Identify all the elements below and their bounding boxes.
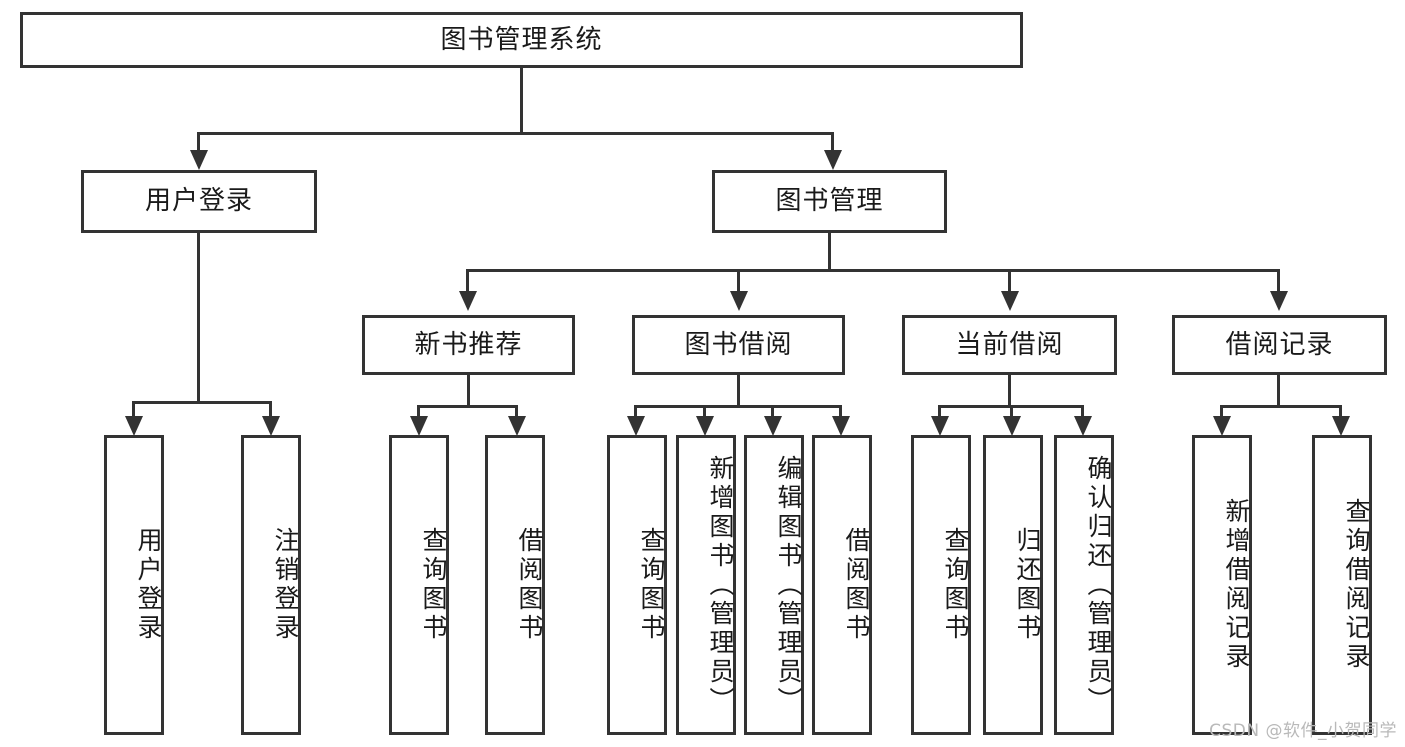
connector-borrow-record-bus: [1220, 405, 1342, 408]
leaf-br-add-record[interactable]: 新增借阅记录: [1192, 435, 1252, 735]
arrowhead-bb-leaf-3: [764, 416, 782, 436]
connector-current-borrow-stem: [1008, 375, 1011, 407]
node-user-login[interactable]: 用户登录: [81, 170, 317, 233]
connector-book-mgmt-branch-2: [737, 269, 740, 295]
node-current-borrow-label: 当前借阅: [955, 329, 1064, 360]
node-book-borrow-label: 图书借阅: [684, 329, 793, 360]
leaf-br-query-record-label: 查询借阅记录: [1342, 498, 1371, 672]
node-new-book-recommend[interactable]: 新书推荐: [362, 315, 575, 375]
connector-book-borrow-branch-3: [771, 405, 774, 420]
connector-borrow-record-branch-2: [1339, 405, 1342, 420]
leaf-logout[interactable]: 注销登录: [241, 435, 301, 735]
connector-new-book-rec-bus: [417, 405, 518, 408]
leaf-user-login-label: 用户登录: [134, 527, 163, 643]
connector-book-borrow-branch-4: [839, 405, 842, 420]
arrowhead-root-to-user-login: [190, 150, 208, 170]
connector-new-book-rec-branch-2: [515, 405, 518, 420]
leaf-cb-return-book[interactable]: 归还图书: [983, 435, 1043, 735]
leaf-br-query-record[interactable]: 查询借阅记录: [1312, 435, 1372, 735]
arrowhead-cb-leaf-1: [931, 416, 949, 436]
connector-current-borrow-branch-1: [938, 405, 941, 420]
arrowhead-new-book-rec: [459, 291, 477, 311]
leaf-bb-borrow-book-label: 借阅图书: [842, 527, 871, 643]
connector-user-login-branch-1: [132, 401, 135, 420]
connector-borrow-record-branch-1: [1220, 405, 1223, 420]
arrowhead-leaf-logout: [262, 416, 280, 436]
node-new-book-recommend-label: 新书推荐: [414, 329, 523, 360]
node-borrow-record[interactable]: 借阅记录: [1172, 315, 1387, 375]
arrowhead-bb-leaf-1: [627, 416, 645, 436]
arrowhead-br-leaf-2: [1332, 416, 1350, 436]
node-borrow-record-label: 借阅记录: [1225, 329, 1334, 360]
arrowhead-book-borrow: [730, 291, 748, 311]
node-book-management-label: 图书管理: [775, 186, 884, 217]
connector-current-borrow-branch-2: [1010, 405, 1013, 420]
arrowhead-nbr-leaf-1: [410, 416, 428, 436]
connector-book-borrow-branch-2: [703, 405, 706, 420]
arrowhead-root-to-book-mgmt: [824, 150, 842, 170]
connector-new-book-rec-stem: [467, 375, 470, 407]
leaf-user-login[interactable]: 用户登录: [104, 435, 164, 735]
leaf-nbr-query-book-label: 查询图书: [419, 527, 448, 643]
connector-root-to-user-login: [197, 132, 200, 154]
node-book-management[interactable]: 图书管理: [712, 170, 947, 233]
leaf-nbr-borrow-book[interactable]: 借阅图书: [485, 435, 545, 735]
connector-root-bus: [197, 132, 834, 135]
connector-book-borrow-bus: [634, 405, 841, 408]
arrowhead-bb-leaf-2: [696, 416, 714, 436]
node-root-label: 图书管理系统: [440, 24, 603, 55]
leaf-bb-add-book-label: 新增图书（管理员）: [706, 454, 735, 716]
arrowhead-br-leaf-1: [1213, 416, 1231, 436]
watermark: CSDN @软件_小贺同学: [1209, 721, 1397, 741]
node-book-borrow[interactable]: 图书借阅: [632, 315, 845, 375]
leaf-bb-query-book[interactable]: 查询图书: [607, 435, 667, 735]
arrowhead-current-borrow: [1001, 291, 1019, 311]
connector-book-borrow-stem: [737, 375, 740, 407]
arrowhead-borrow-record: [1270, 291, 1288, 311]
connector-new-book-rec-branch-1: [417, 405, 420, 420]
connector-book-mgmt-branch-1: [466, 269, 469, 295]
connector-user-login-branch-2: [269, 401, 272, 420]
node-user-login-label: 用户登录: [144, 186, 253, 217]
arrowhead-bb-leaf-4: [832, 416, 850, 436]
leaf-nbr-query-book[interactable]: 查询图书: [389, 435, 449, 735]
connector-user-login-stem: [197, 233, 200, 403]
leaf-bb-borrow-book[interactable]: 借阅图书: [812, 435, 872, 735]
leaf-bb-edit-book-label: 编辑图书（管理员）: [774, 454, 803, 716]
leaf-cb-query-book-label: 查询图书: [941, 527, 970, 643]
connector-root-to-book-mgmt: [831, 132, 834, 154]
connector-book-mgmt-bus: [466, 269, 1280, 272]
connector-root-stem: [520, 68, 523, 134]
leaf-cb-query-book[interactable]: 查询图书: [911, 435, 971, 735]
connector-book-mgmt-branch-4: [1277, 269, 1280, 295]
leaf-br-add-record-label: 新增借阅记录: [1222, 498, 1251, 672]
leaf-cb-confirm-return[interactable]: 确认归还（管理员）: [1054, 435, 1114, 735]
connector-book-mgmt-stem: [828, 233, 831, 272]
leaf-logout-label: 注销登录: [271, 527, 300, 643]
leaf-bb-query-book-label: 查询图书: [637, 527, 666, 643]
connector-borrow-record-stem: [1277, 375, 1280, 407]
node-root[interactable]: 图书管理系统: [20, 12, 1023, 68]
arrowhead-cb-leaf-3: [1074, 416, 1092, 436]
connector-book-borrow-branch-1: [634, 405, 637, 420]
leaf-nbr-borrow-book-label: 借阅图书: [515, 527, 544, 643]
node-current-borrow[interactable]: 当前借阅: [902, 315, 1117, 375]
leaf-bb-edit-book[interactable]: 编辑图书（管理员）: [744, 435, 804, 735]
arrowhead-cb-leaf-2: [1003, 416, 1021, 436]
arrowhead-leaf-user-login: [125, 416, 143, 436]
arrowhead-nbr-leaf-2: [508, 416, 526, 436]
connector-current-borrow-branch-3: [1081, 405, 1084, 420]
connector-book-mgmt-branch-3: [1008, 269, 1011, 295]
leaf-cb-return-book-label: 归还图书: [1013, 527, 1042, 643]
connector-user-login-bus: [132, 401, 271, 404]
leaf-bb-add-book[interactable]: 新增图书（管理员）: [676, 435, 736, 735]
leaf-cb-confirm-return-label: 确认归还（管理员）: [1084, 454, 1113, 716]
